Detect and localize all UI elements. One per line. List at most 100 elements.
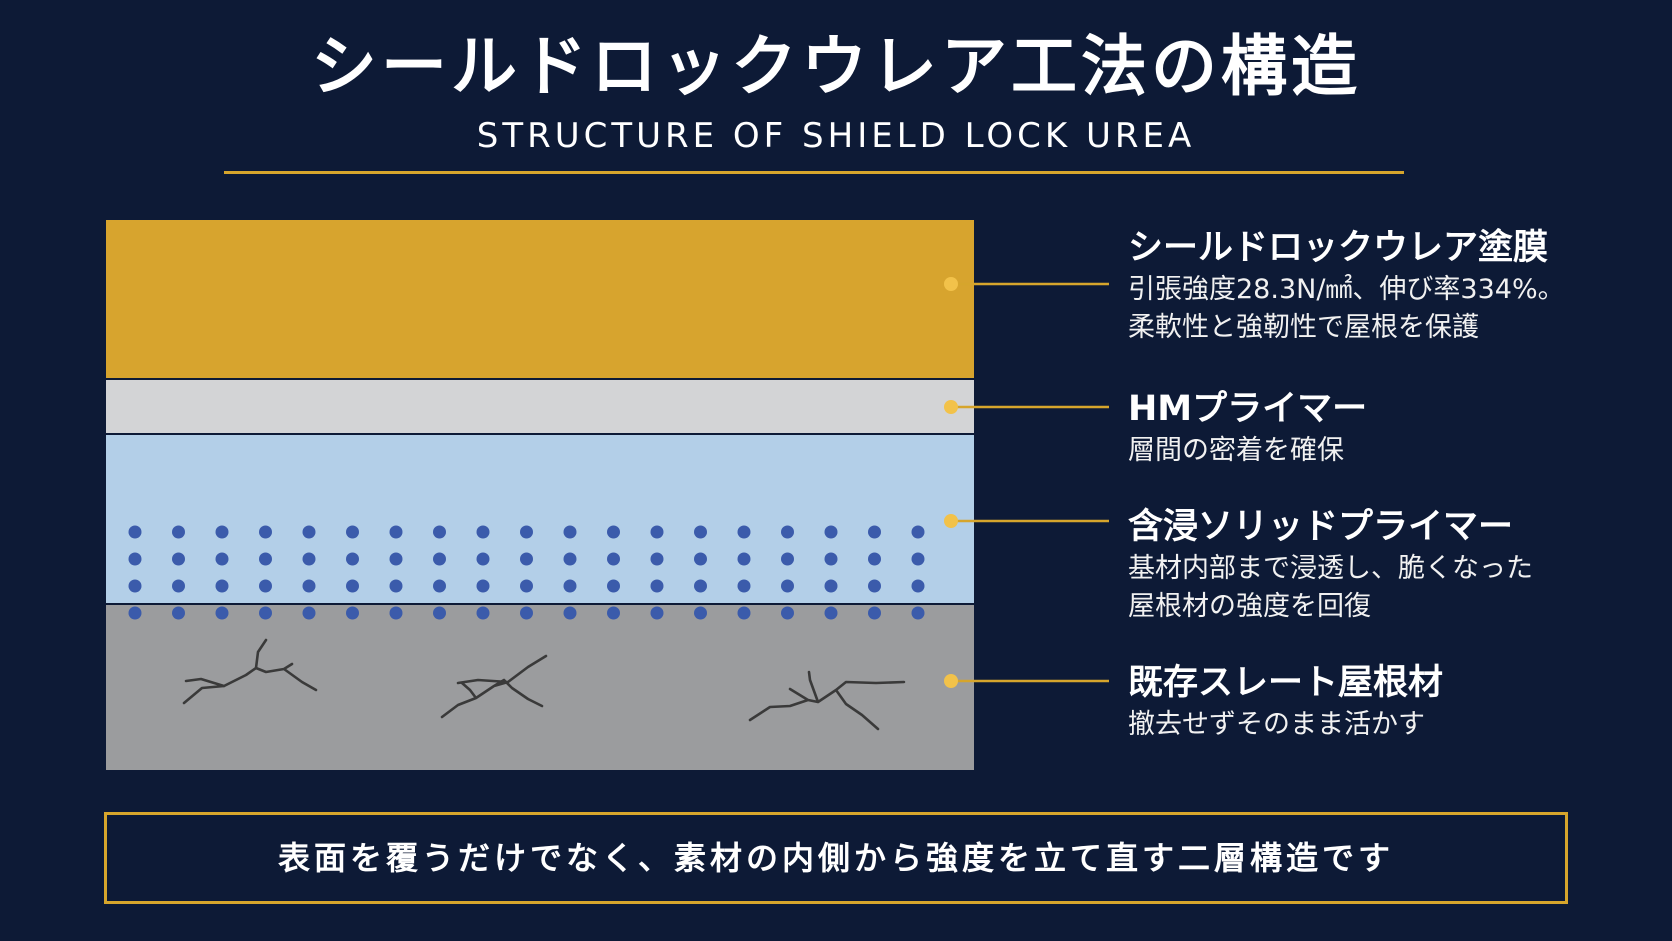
connector-dot-icon <box>944 674 958 688</box>
label-slate: 既存スレート屋根材 撤去せずそのまま活かす <box>1128 660 1443 744</box>
layer-hm-primer <box>106 380 974 435</box>
label-solid-primer-title: 含浸ソリッドプライマー <box>1128 507 1514 547</box>
impregnation-dot-icon <box>520 606 533 620</box>
impregnation-dot-icon <box>781 606 794 620</box>
impregnation-dot-icon <box>215 552 229 566</box>
impregnation-dot-icon <box>128 606 142 620</box>
impregnation-dot-icon <box>563 552 577 566</box>
impregnation-dot-icon <box>650 552 664 566</box>
impregnation-dot-icon <box>868 579 881 593</box>
impregnation-dot-icon <box>346 579 359 593</box>
label-solid-primer: 含浸ソリッドプライマー 基材内部まで浸透し、脆くなった 屋根材の強度を回復 <box>1128 504 1533 626</box>
impregnation-dot-icon <box>607 579 620 593</box>
impregnation-dot-icon <box>215 579 229 593</box>
impregnation-dot-icon <box>563 525 577 539</box>
impregnation-dot-icon <box>389 552 403 566</box>
label-coating: シールドロックウレア塗膜 引張強度28.3N/㎟、伸び率334%。 柔軟性と強靭… <box>1128 225 1565 347</box>
impregnation-dot-icon <box>433 579 446 593</box>
impregnation-dot-icon <box>824 606 838 620</box>
impregnation-dot-icon <box>302 606 316 620</box>
impregnation-dot-icon <box>302 552 316 566</box>
impregnation-dot-icon <box>911 552 925 566</box>
label-solid-primer-desc-1: 基材内部まで浸透し、脆くなった <box>1128 553 1533 584</box>
connector-dot-icon <box>944 277 958 291</box>
impregnation-dot-icon <box>650 606 664 620</box>
impregnation-dot-icon <box>737 606 751 620</box>
impregnation-dot-icon <box>694 606 707 620</box>
label-coating-desc-2: 柔軟性と強靭性で屋根を保護 <box>1128 312 1479 343</box>
impregnation-dot-icon <box>346 525 359 539</box>
impregnation-dot-icon <box>607 525 620 539</box>
impregnation-dot-icon <box>781 525 794 539</box>
impregnation-dot-icon <box>476 579 490 593</box>
impregnation-dot-icon <box>128 552 142 566</box>
label-hm-primer: HMプライマー 層間の密着を確保 <box>1128 386 1367 470</box>
impregnation-dot-icon <box>172 525 185 539</box>
impregnation-dot-icon <box>911 579 925 593</box>
impregnation-dot-icon <box>215 525 229 539</box>
label-slate-desc-1: 撤去せずそのまま活かす <box>1128 709 1425 740</box>
impregnation-dot-icon <box>868 552 881 566</box>
label-solid-primer-desc-2: 屋根材の強度を回復 <box>1128 591 1371 622</box>
impregnation-dot-icon <box>259 606 272 620</box>
summary-banner: 表面を覆うだけでなく、素材の内側から強度を立て直す二層構造です <box>104 812 1568 904</box>
crack-icon <box>182 638 318 705</box>
crack-icon <box>440 654 548 719</box>
impregnation-dot-icon <box>868 606 881 620</box>
title-divider <box>224 171 1404 174</box>
impregnation-dot-icon <box>737 552 751 566</box>
impregnation-dot-icon <box>128 525 142 539</box>
connector-dot-icon <box>944 400 958 414</box>
impregnation-dot-icon <box>346 552 359 566</box>
label-coating-desc-1: 引張強度28.3N/㎟、伸び率334%。 <box>1128 274 1565 305</box>
impregnation-dot-icon <box>172 579 185 593</box>
label-coating-title: シールドロックウレア塗膜 <box>1128 228 1549 268</box>
impregnation-dot-icon <box>433 525 446 539</box>
page-subtitle: STRUCTURE OF SHIELD LOCK UREA <box>476 116 1196 156</box>
impregnation-dot-icon <box>389 525 403 539</box>
impregnation-dot-icon <box>868 525 881 539</box>
label-hm-primer-title: HMプライマー <box>1128 389 1368 429</box>
impregnation-dot-icon <box>346 606 359 620</box>
impregnation-dot-icon <box>302 579 316 593</box>
impregnation-dot-icon <box>694 552 707 566</box>
impregnation-dot-icon <box>520 552 533 566</box>
impregnation-dot-icon <box>824 579 838 593</box>
diagram-overlay <box>128 525 925 731</box>
impregnation-dot-icon <box>302 525 316 539</box>
impregnation-dot-icon <box>824 552 838 566</box>
impregnation-dot-icon <box>824 525 838 539</box>
impregnation-dot-icon <box>694 579 707 593</box>
impregnation-dot-icon <box>607 606 620 620</box>
impregnation-dot-icon <box>911 606 925 620</box>
impregnation-dot-icon <box>781 552 794 566</box>
impregnation-dot-icon <box>476 525 490 539</box>
impregnation-dot-icon <box>389 606 403 620</box>
impregnation-dot-icon <box>433 606 446 620</box>
impregnation-dot-icon <box>650 525 664 539</box>
impregnation-dot-icon <box>563 606 577 620</box>
impregnation-dot-icon <box>520 525 533 539</box>
layer-coating <box>106 220 974 380</box>
impregnation-dot-icon <box>781 579 794 593</box>
impregnation-dot-icon <box>215 606 229 620</box>
impregnation-dot-icon <box>607 552 620 566</box>
impregnation-dot-icon <box>259 579 272 593</box>
impregnation-dot-icon <box>737 579 751 593</box>
impregnation-dot-icon <box>128 579 142 593</box>
impregnation-dot-icon <box>259 525 272 539</box>
impregnation-dot-icon <box>476 606 490 620</box>
impregnation-dot-icon <box>563 579 577 593</box>
crack-icon <box>748 670 906 731</box>
impregnation-dot-icon <box>476 552 490 566</box>
impregnation-dot-icon <box>911 525 925 539</box>
layer-slate <box>106 605 974 770</box>
impregnation-dot-icon <box>650 579 664 593</box>
impregnation-dot-icon <box>433 552 446 566</box>
layer-solid-primer <box>106 435 974 605</box>
impregnation-dot-icon <box>259 552 272 566</box>
impregnation-dot-icon <box>389 579 403 593</box>
impregnation-dot-icon <box>694 525 707 539</box>
impregnation-dot-icon <box>737 525 751 539</box>
